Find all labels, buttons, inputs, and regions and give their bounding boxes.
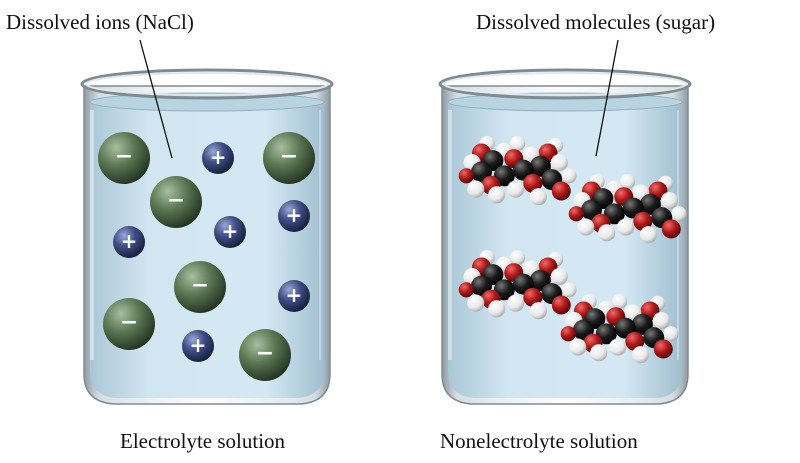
- electrolyte-beaker: − + − − + + + − + − + −: [80, 68, 334, 405]
- plus-sign-icon: +: [286, 203, 303, 227]
- nonelectrolyte-beaker: [438, 68, 692, 405]
- minus-sign-icon: −: [120, 310, 138, 335]
- electrolyte-caption: Electrolyte solution: [120, 429, 286, 453]
- plus-sign-icon: +: [121, 229, 138, 253]
- sugar-molecule: [458, 249, 577, 320]
- minus-sign-icon: −: [115, 144, 133, 169]
- minus-sign-icon: −: [256, 341, 274, 366]
- dissolved-molecules-label: Dissolved molecules (sugar): [476, 10, 716, 34]
- sodium-cation: +: [278, 280, 310, 312]
- minus-sign-icon: −: [167, 188, 185, 213]
- chloride-anion: −: [174, 261, 226, 313]
- sodium-cation: +: [182, 330, 214, 362]
- ions-group: − + − − + + + − + − + −: [98, 132, 315, 381]
- sodium-cation: +: [113, 226, 145, 258]
- sugar-molecules-group: [458, 135, 687, 364]
- sodium-cation: +: [202, 142, 234, 174]
- plus-sign-icon: +: [190, 333, 207, 357]
- plus-sign-icon: +: [286, 283, 303, 307]
- plus-sign-icon: +: [210, 145, 227, 169]
- chloride-anion: −: [263, 132, 315, 184]
- dissolved-ions-label: Dissolved ions (NaCl): [6, 10, 194, 34]
- chloride-anion: −: [98, 132, 150, 184]
- chloride-anion: −: [150, 176, 202, 228]
- minus-sign-icon: −: [191, 273, 209, 298]
- sugar-molecule: [560, 293, 679, 364]
- ions-leader-line: [139, 39, 173, 159]
- sodium-cation: +: [278, 200, 310, 232]
- sodium-cation: +: [214, 216, 246, 248]
- chloride-anion: −: [103, 298, 155, 350]
- nonelectrolyte-caption: Nonelectrolyte solution: [440, 429, 638, 453]
- minus-sign-icon: −: [280, 144, 298, 169]
- sugar-leader-line: [595, 39, 619, 157]
- sugar-molecule: [458, 135, 577, 206]
- sugar-molecule: [568, 173, 687, 244]
- chloride-anion: −: [239, 329, 291, 381]
- plus-sign-icon: +: [222, 219, 239, 243]
